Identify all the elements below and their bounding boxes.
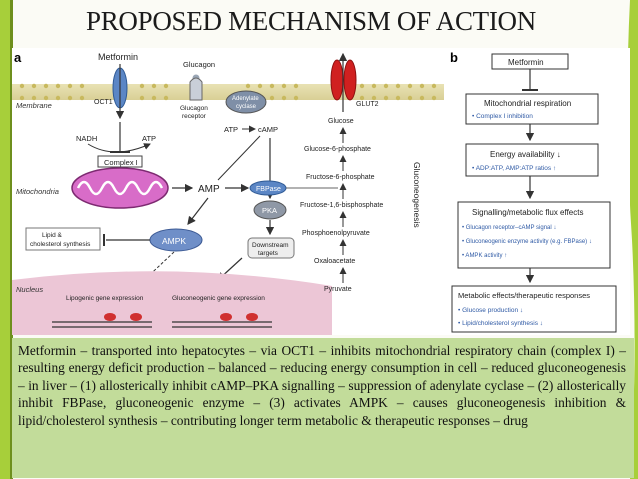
pathway-pep: Phosphoenolpyruvate (302, 230, 370, 237)
downstream-label-2: targets (258, 250, 279, 257)
glucagon-receptor-label-2: receptor (182, 113, 207, 120)
b-box-signal-item-2: • Gluconeogenic enzyme activity (e.g. FB… (462, 239, 592, 245)
ampk-nucleus-dashed (139, 251, 175, 285)
downstream-label-1: Downstream (252, 242, 288, 249)
pathway-pyruvate: Pyruvate (324, 286, 352, 293)
right-decoration (627, 0, 638, 479)
pathway-f6p: Fructose-6-phosphate (306, 174, 375, 181)
gluconeogenesis-label: Gluconeogenesis (412, 162, 422, 228)
gluconeogenic-promoter-1 (220, 313, 232, 321)
b-box-energy-item-1: • ADP:ATP, AMP:ATP ratios ↑ (472, 165, 556, 172)
page-title: PROPOSED MECHANISM OF ACTION (86, 6, 536, 36)
panel-b-label: b (450, 50, 458, 65)
amp-label: AMP (198, 184, 220, 195)
amp-inhibit-ac-line (217, 135, 261, 181)
complex-i-box (97, 155, 143, 168)
b-box-metabolic-item-2: • Lipid/cholesterol synthesis ↓ (458, 320, 543, 327)
mechanism-figure: a Metformin Glucagon Membrane OCT1 Gluca… (12, 48, 630, 335)
adenylate-cyclase-label-1: Adenylate (232, 96, 259, 102)
lipid-box (25, 227, 101, 251)
gluconeogenesis-pathway: Glucose Glucose-6-phosphate Fructose-6-p… (300, 118, 383, 293)
b-box-signal-item-1: • Glucagon receptor–cAMP signal ↓ (462, 225, 556, 231)
glut2-left (330, 59, 344, 101)
glucagon-receptor-shape (189, 77, 203, 101)
b-box-mito-title: Mitochondrial respiration (484, 99, 571, 108)
pka-label: PKA (262, 206, 277, 215)
pathway-glucose: Glucose (328, 118, 354, 125)
membrane-label: Membrane (16, 101, 52, 110)
gluconeogenic-label: Gluconeogenic gene expression (172, 295, 265, 302)
downstream-box (247, 237, 295, 259)
ampk-label: AMPK (162, 236, 186, 246)
atp-label: ATP (142, 134, 156, 143)
glucagon-receptor-label-1: Glucagon (180, 105, 208, 112)
lipogenic-promoter-2 (130, 313, 142, 321)
oct1-label: OCT1 (94, 99, 113, 106)
panel-a-label: a (14, 50, 22, 65)
b-box-metabolic-item-1: • Glucose production ↓ (458, 307, 523, 314)
lipogenic-label: Lipogenic gene expression (66, 295, 144, 302)
left-accent-bar (0, 0, 10, 479)
b-box-signal (457, 201, 611, 269)
pathway-oaa: Oxaloacetate (314, 258, 355, 265)
glucagon-label: Glucagon (183, 60, 215, 69)
dna-strands (52, 321, 272, 328)
pathway-g6p: Glucose-6-phosphate (304, 146, 371, 153)
b-box-metabolic-title: Metabolic effects/therapeutic responses (458, 291, 590, 300)
lipid-label-2: cholesterol synthesis (30, 241, 91, 248)
amp-ampk-arrow (187, 197, 209, 225)
mitochondrion (71, 167, 169, 209)
nadh-label: NADH (76, 134, 97, 143)
caption-text: Metformin – transported into hepatocytes… (18, 343, 626, 428)
adenylate-cyclase-label-2: cyclase (236, 104, 257, 110)
complex-i-label: Complex I (104, 158, 138, 167)
camp-label: cAMP (258, 125, 278, 134)
lipogenic-promoter-1 (104, 313, 116, 321)
b-box-signal-title: Signalling/metabolic flux effects (472, 208, 583, 217)
lipid-label-1: Lipid & (42, 232, 63, 239)
b-box-energy (465, 143, 599, 177)
glut2-label: GLUT2 (356, 101, 379, 108)
b-box-mito (465, 93, 599, 125)
pathway-f16bp: Fructose-1,6-bisphosphate (300, 202, 383, 209)
mitochondrion-cristae (76, 180, 164, 196)
pka-node (253, 200, 287, 220)
b-box-signal-item-3: • AMPK activity ↑ (462, 253, 507, 259)
metformin-label: Metformin (98, 52, 138, 62)
fbpase-label: FBPase (256, 186, 281, 193)
atp2-label: ATP (224, 125, 238, 134)
adenylate-cyclase (225, 90, 267, 114)
left-accent-line (10, 0, 13, 479)
glut2-right (343, 59, 357, 101)
nucleus-label: Nucleus (16, 285, 43, 294)
caption-box: Metformin – transported into hepatocytes… (12, 338, 634, 478)
nucleus-region (12, 271, 332, 335)
mitochondria-label: Mitochondria (16, 187, 59, 196)
b-box-mito-item-1: • Complex I inhibition (472, 113, 533, 120)
b-metformin-label: Metformin (508, 58, 544, 67)
b-box-metabolic (451, 285, 617, 333)
gluconeogenic-promoter-2 (246, 313, 258, 321)
b-box-energy-title: Energy availability ↓ (490, 150, 561, 159)
